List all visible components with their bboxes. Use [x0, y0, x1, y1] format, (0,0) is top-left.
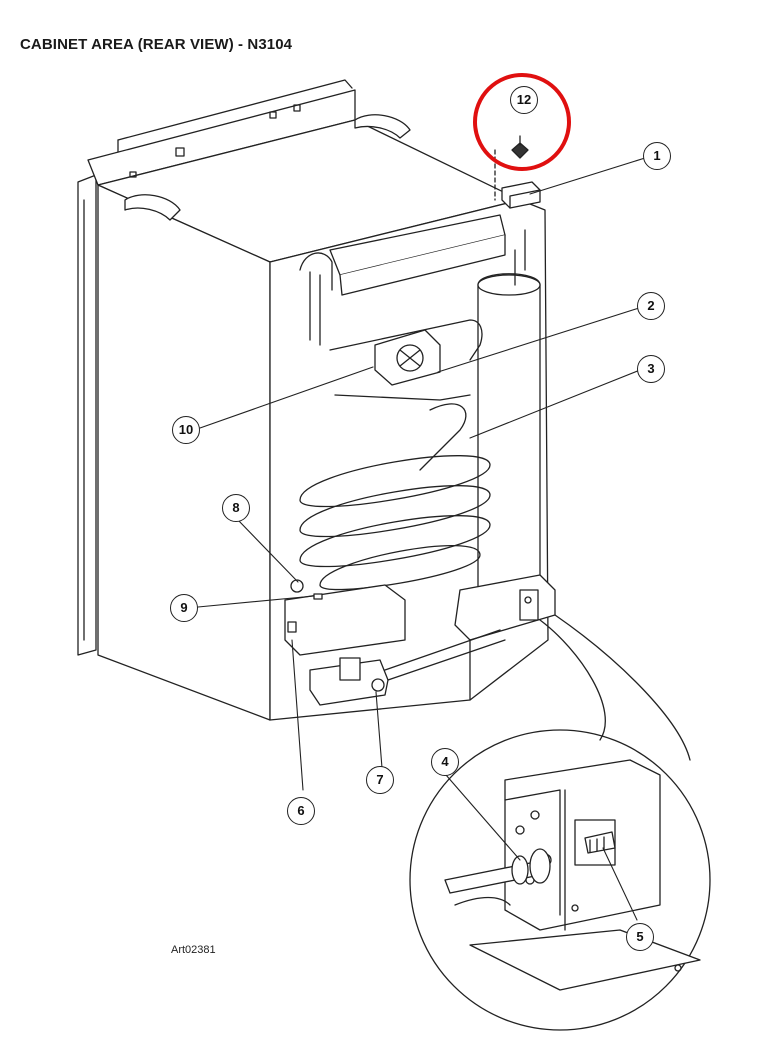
leader-6 — [291, 639, 304, 791]
callout-12[interactable]: 12 — [510, 86, 538, 114]
art-number: Art02381 — [171, 944, 216, 956]
leader-8 — [237, 519, 299, 583]
callout-5[interactable]: 5 — [626, 923, 654, 951]
callout-2[interactable]: 2 — [637, 292, 665, 320]
leader-5 — [602, 847, 638, 921]
callout-6[interactable]: 6 — [287, 797, 315, 825]
leader-10 — [199, 366, 374, 429]
leader-4 — [445, 774, 521, 861]
callout-9[interactable]: 9 — [170, 594, 198, 622]
callout-3[interactable]: 3 — [637, 355, 665, 383]
page-title: CABINET AREA (REAR VIEW) - N3104 — [20, 36, 293, 53]
leader-1 — [529, 157, 646, 195]
leader-lines — [197, 157, 646, 921]
callout-1[interactable]: 1 — [643, 142, 671, 170]
callout-10[interactable]: 10 — [172, 416, 200, 444]
cooling-unit — [284, 214, 556, 706]
callout-4[interactable]: 4 — [431, 748, 459, 776]
clip-part-12 — [511, 135, 529, 159]
leader-3 — [469, 369, 641, 439]
callout-8[interactable]: 8 — [222, 494, 250, 522]
leader-2 — [437, 307, 640, 373]
leader-9 — [197, 595, 315, 608]
callout-7[interactable]: 7 — [366, 766, 394, 794]
bracket-part-1 — [501, 181, 541, 209]
leader-7 — [375, 691, 383, 769]
highlight-circle — [473, 73, 571, 171]
